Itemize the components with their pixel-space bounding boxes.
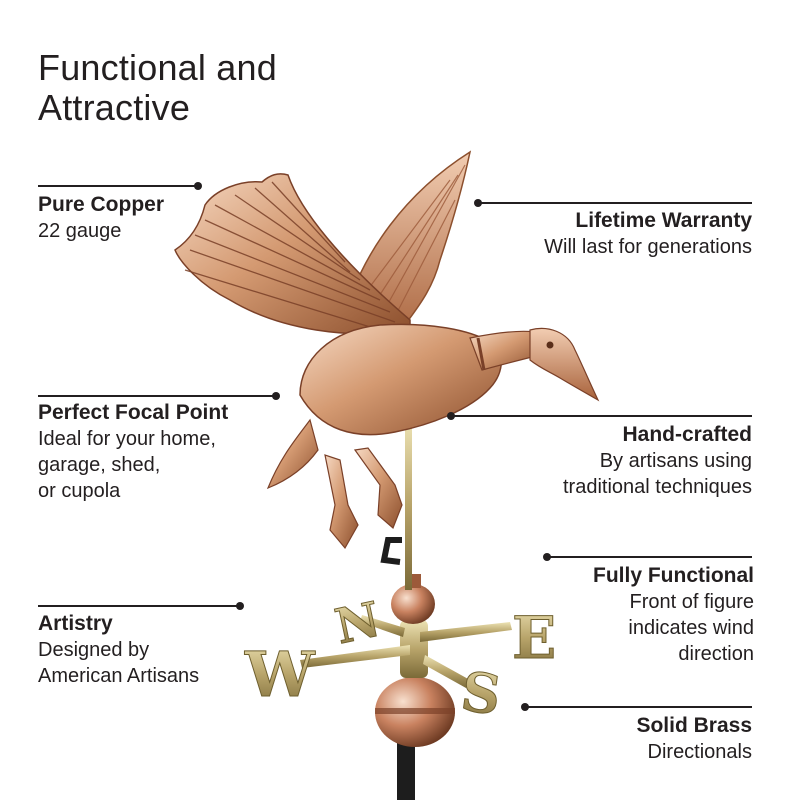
artistry-dot <box>236 602 244 610</box>
solid-brass-callout: Solid Brass Directionals <box>636 713 752 765</box>
artistry-heading: Artistry <box>38 612 113 635</box>
fully-functional-desc-1: Front of figure <box>629 591 754 613</box>
fully-functional-leader <box>547 556 752 558</box>
arm-se <box>423 655 470 688</box>
front-wing <box>174 173 411 335</box>
solid-brass-desc-1: Directionals <box>647 741 752 763</box>
duck-leg-left <box>324 454 359 550</box>
hand-crafted-heading: Hand-crafted <box>622 423 752 446</box>
solid-brass-heading: Solid Brass <box>636 714 752 737</box>
focal-point-callout: Perfect Focal Point Ideal for your home,… <box>38 400 228 504</box>
lifetime-warranty-heading: Lifetime Warranty <box>575 209 752 232</box>
artistry-desc-1: Designed by <box>38 639 150 661</box>
pure-copper-heading: Pure Copper <box>38 193 165 216</box>
pure-copper-callout: Pure Copper 22 gauge <box>38 192 164 244</box>
fully-functional-callout: Fully Functional Front of figure indicat… <box>593 563 754 667</box>
fully-functional-desc-2: indicates wind <box>628 617 754 639</box>
lifetime-warranty-callout: Lifetime Warranty Will last for generati… <box>544 208 752 260</box>
pure-copper-desc-1: 22 gauge <box>38 220 122 242</box>
hand-crafted-leader <box>451 415 752 417</box>
duck-eye <box>546 341 554 349</box>
lifetime-warranty-desc-1: Will last for generations <box>544 236 752 258</box>
artistry-callout: Artistry Designed by American Artisans <box>38 611 199 689</box>
focal-point-heading: Perfect Focal Point <box>38 401 229 424</box>
focal-point-desc-1: Ideal for your home, <box>38 428 216 450</box>
lifetime-warranty-leader <box>478 202 752 204</box>
letter-e: E <box>512 604 556 672</box>
black-bracket <box>380 537 402 565</box>
arm-nw <box>360 615 405 637</box>
duck-tail <box>266 418 319 490</box>
arm-sw <box>300 645 410 668</box>
duck-head <box>529 327 600 402</box>
focal-point-desc-3: or cupola <box>38 480 121 502</box>
letter-n: N <box>330 592 385 656</box>
fully-functional-heading: Fully Functional <box>593 564 754 587</box>
title-line-2: Attractive <box>38 87 191 128</box>
focal-point-dot <box>272 392 280 400</box>
artistry-leader <box>38 605 240 607</box>
arm-ne <box>420 622 512 642</box>
upper-copper-ball <box>391 584 435 624</box>
solid-brass-leader <box>525 706 752 708</box>
duck-leg-right <box>353 447 403 530</box>
focal-point-desc-2: garage, shed, <box>38 454 161 476</box>
letter-w: W <box>244 638 316 711</box>
pure-copper-dot <box>194 182 202 190</box>
rod <box>405 420 412 590</box>
pure-copper-leader <box>38 185 198 187</box>
focal-point-leader <box>38 395 276 397</box>
fully-functional-desc-3: direction <box>678 643 754 665</box>
hand-crafted-callout: Hand-crafted By artisans using tradition… <box>563 422 752 500</box>
artistry-desc-2: American Artisans <box>38 665 200 687</box>
title-line-1: Functional and <box>38 47 277 88</box>
page-title: Functional and Attractive <box>38 48 277 128</box>
hand-crafted-desc-2: traditional techniques <box>562 476 752 498</box>
letter-s: S <box>457 659 505 728</box>
hand-crafted-desc-1: By artisans using <box>599 450 752 472</box>
